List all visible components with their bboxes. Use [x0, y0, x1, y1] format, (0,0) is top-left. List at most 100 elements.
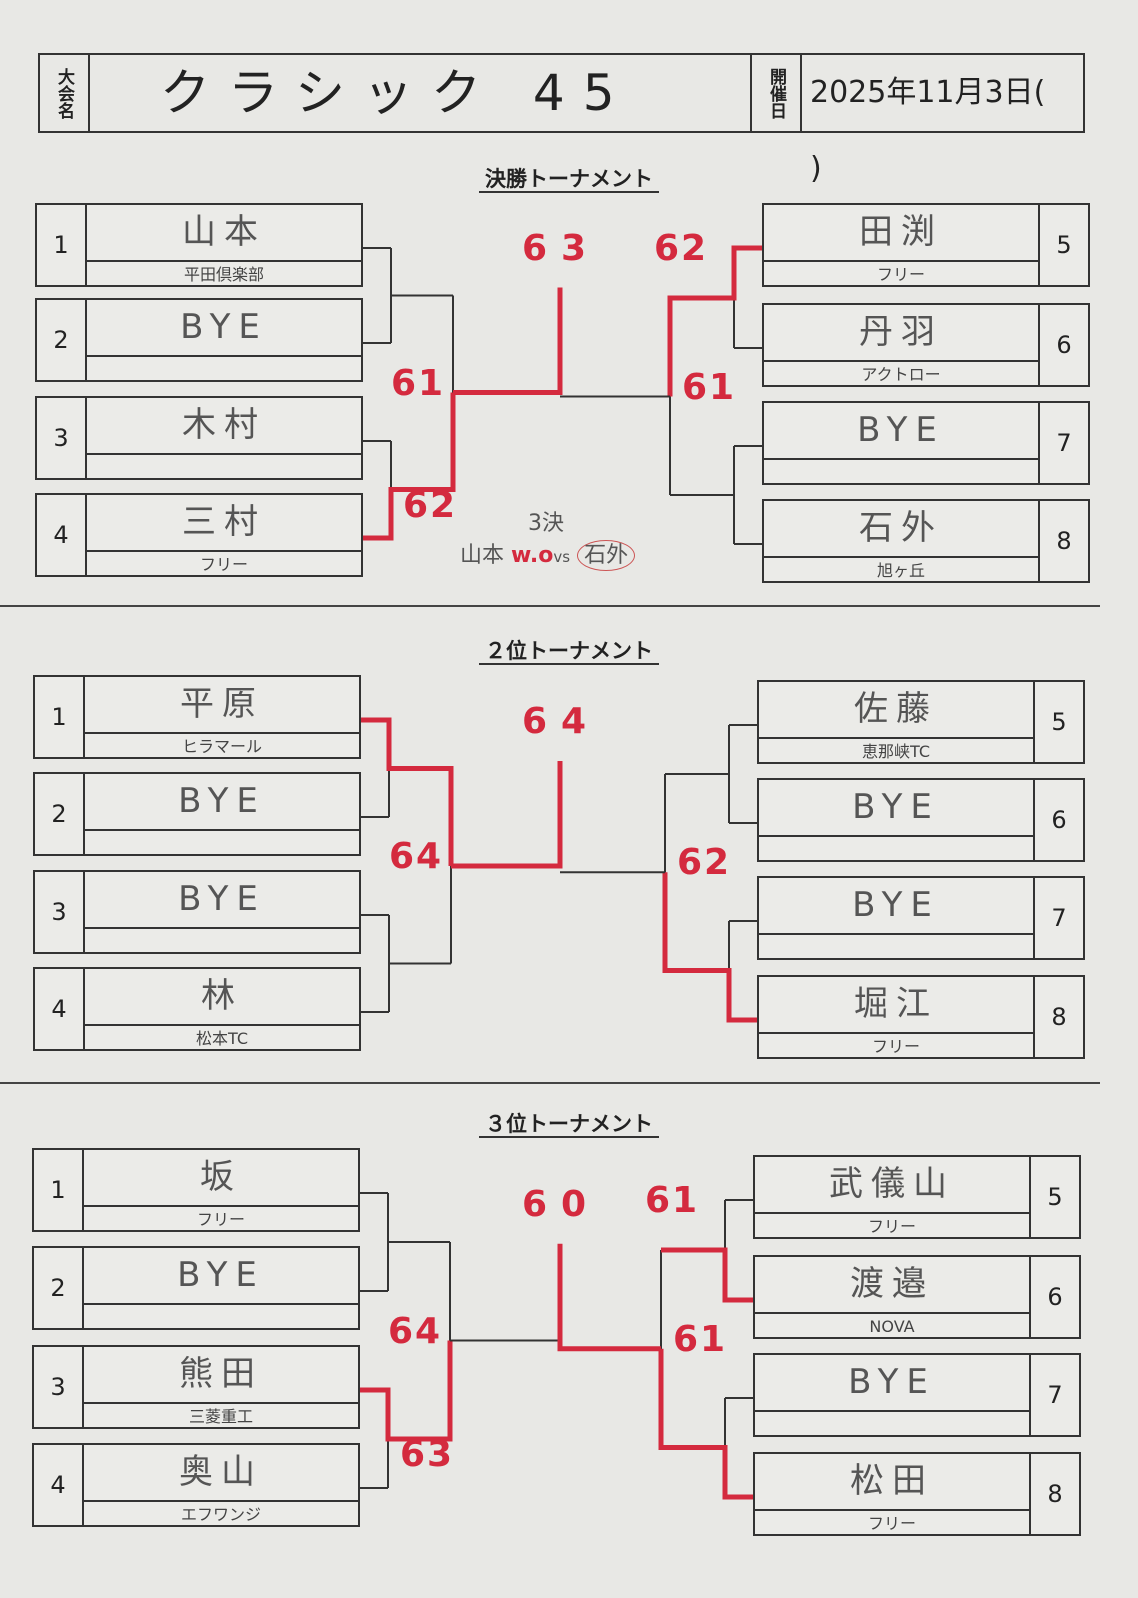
section-title-text: ３位トーナメント — [479, 1112, 659, 1138]
player-club: 恵那峡TC — [861, 742, 930, 761]
winner-path — [658, 1348, 753, 1500]
section-title: ３位トーナメント — [0, 1108, 1138, 1138]
player-cell: 丹羽アクトロー — [764, 305, 1038, 385]
sf-score: 64 — [388, 1310, 443, 1352]
seed-number: 4 — [35, 969, 85, 1049]
header-box: 大会名 クラシック 45 開催日 2025年11月3日( ) — [38, 53, 1085, 186]
player-cell: 佐藤恵那峡TC — [759, 682, 1033, 762]
seed-number: 5 — [1038, 205, 1088, 285]
player-cell: 武儀山フリー — [755, 1157, 1029, 1237]
player-name: 丹羽 — [764, 305, 1038, 362]
player-cell: BYE — [764, 403, 1038, 483]
player-club — [85, 929, 359, 952]
seed-number: 8 — [1029, 1454, 1079, 1534]
seed-number: 3 — [34, 1347, 84, 1427]
winner-path — [360, 1340, 453, 1442]
player-cell: 松田フリー — [755, 1454, 1029, 1534]
winner-path — [361, 717, 454, 866]
final-winner-path — [451, 761, 563, 869]
player-cell: 奥山エフワンジ — [84, 1445, 358, 1525]
player-name: 田渕 — [764, 205, 1038, 262]
player-club — [87, 455, 361, 478]
section-title-text: ２位トーナメント — [479, 639, 659, 665]
player-name: BYE — [87, 300, 361, 357]
seed-number: 5 — [1033, 682, 1083, 762]
seed-number: 6 — [1038, 305, 1088, 385]
player-cell: 坂フリー — [84, 1150, 358, 1230]
seed-number: 7 — [1029, 1355, 1079, 1435]
player-cell: 堀江フリー — [759, 977, 1033, 1057]
date-label: 開催日 — [752, 55, 802, 131]
winner-path — [360, 1387, 450, 1442]
player-club: アクトロー — [861, 365, 941, 384]
note-result: w.o — [511, 543, 554, 568]
seed-number: 4 — [37, 495, 87, 575]
seed-number: 3 — [37, 398, 87, 478]
player-cell: BYE — [759, 780, 1033, 860]
r1-score: 62 — [403, 484, 458, 526]
r1-score: 63 — [400, 1434, 455, 1475]
sf-score: 62 — [677, 842, 732, 884]
player-name: BYE — [85, 872, 359, 929]
seed-number: 2 — [34, 1248, 84, 1328]
note-match: 山本 w.ovs 石外 — [460, 537, 636, 571]
player-name: BYE — [85, 774, 359, 831]
event-label: 大会名 — [40, 55, 90, 131]
player-cell: 木村 — [87, 398, 361, 478]
r1-score: 62 — [654, 228, 709, 269]
seed-number: 1 — [34, 1150, 84, 1230]
player-cell: BYE — [85, 872, 359, 952]
player-cell: 石外旭ヶ丘 — [764, 501, 1038, 581]
player-name: 石外 — [764, 501, 1038, 558]
final-winner-path — [557, 1243, 661, 1352]
player-name: 堀江 — [759, 977, 1033, 1034]
section-title-text: 決勝トーナメント — [479, 167, 659, 193]
note-left-player: 山本 — [460, 543, 505, 568]
final-score: 60 — [522, 1183, 601, 1225]
section-divider — [0, 605, 1100, 607]
note-vs-text: vs — [553, 548, 571, 566]
player-cell: 三村フリー — [87, 495, 361, 575]
note-winner-circled: 石外 — [577, 540, 636, 571]
player-name: 木村 — [87, 398, 361, 455]
seed-number: 1 — [37, 205, 87, 285]
player-club — [84, 1305, 358, 1328]
player-name: 松田 — [755, 1454, 1029, 1511]
player-name: 武儀山 — [755, 1157, 1029, 1214]
seed-number: 1 — [35, 677, 85, 757]
seed-number: 2 — [37, 300, 87, 380]
player-cell: 林松本TC — [85, 969, 359, 1049]
player-name: BYE — [84, 1248, 358, 1305]
final-score: 63 — [522, 227, 601, 269]
seed-number: 7 — [1038, 403, 1088, 483]
note-title: 3決 — [528, 511, 564, 536]
player-club: 平田倶楽部 — [183, 265, 264, 284]
seed-number: 8 — [1038, 501, 1088, 581]
winner-path — [363, 392, 456, 541]
player-cell: BYE — [84, 1248, 358, 1328]
player-cell: BYE — [85, 774, 359, 854]
player-name: BYE — [759, 878, 1033, 935]
event-date: 2025年11月3日( ) — [810, 75, 1085, 186]
seed-number: 4 — [34, 1445, 84, 1525]
note-vs: w.ovs — [511, 543, 570, 568]
player-name: 平原 — [85, 677, 359, 734]
player-name: BYE — [759, 780, 1033, 837]
player-cell: 熊田三菱重工 — [84, 1347, 358, 1427]
